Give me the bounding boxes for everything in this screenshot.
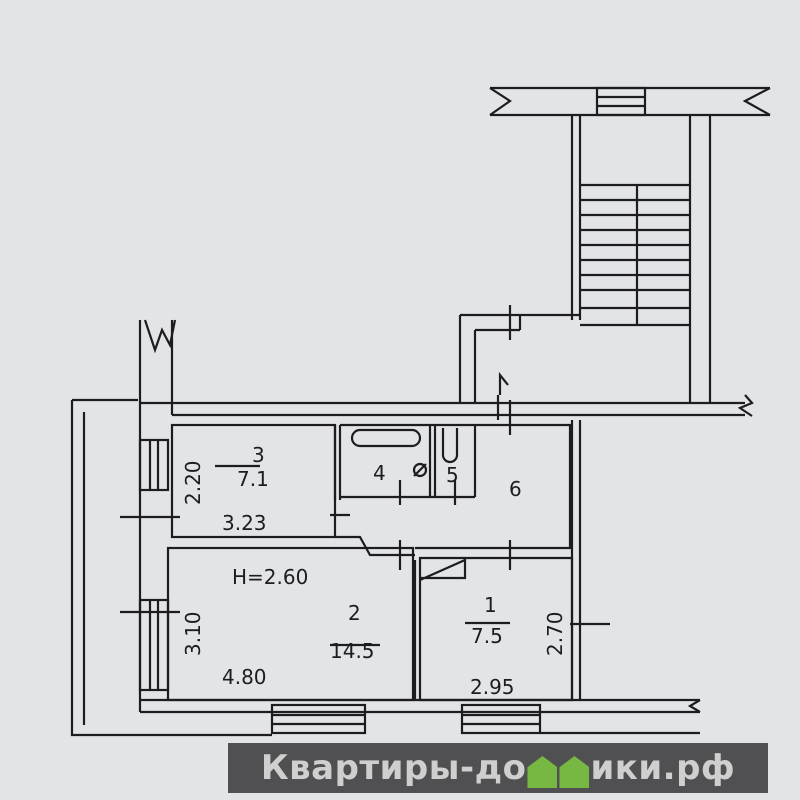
stairwell — [458, 86, 771, 403]
room-2-number: 2 — [348, 601, 361, 625]
watermark-text-after: ики.рф — [590, 748, 736, 788]
room-1-width: 2.95 — [470, 675, 515, 699]
ceiling-height: H=2.60 — [232, 565, 308, 589]
room-1-number: 1 — [484, 593, 497, 617]
room-2-length: 3.10 — [181, 611, 205, 656]
house-logo-icon — [527, 756, 558, 788]
house-logo-icon — [559, 756, 590, 788]
room-6-number: 6 — [509, 477, 522, 501]
room-3-area: 7.1 — [237, 467, 269, 491]
labels: 3 7.1 3.23 2.20 4 5 6 H=2.60 2 14.5 4.80… — [181, 443, 567, 699]
room-4-number: 4 — [373, 461, 386, 485]
room-5-number: 5 — [446, 463, 459, 487]
watermark-text-before: Квартиры-до — [260, 748, 527, 788]
walls — [70, 319, 754, 737]
watermark: Квартиры-до ики.рф — [228, 743, 768, 793]
room-2-area: 14.5 — [330, 639, 375, 663]
room-3-length: 2.20 — [181, 460, 205, 505]
room-3-number: 3 — [252, 443, 265, 467]
room-2-width: 4.80 — [222, 665, 267, 689]
room-3-width: 3.23 — [222, 511, 267, 535]
room-1-length: 2.70 — [543, 611, 567, 656]
room-1-area: 7.5 — [471, 624, 503, 648]
